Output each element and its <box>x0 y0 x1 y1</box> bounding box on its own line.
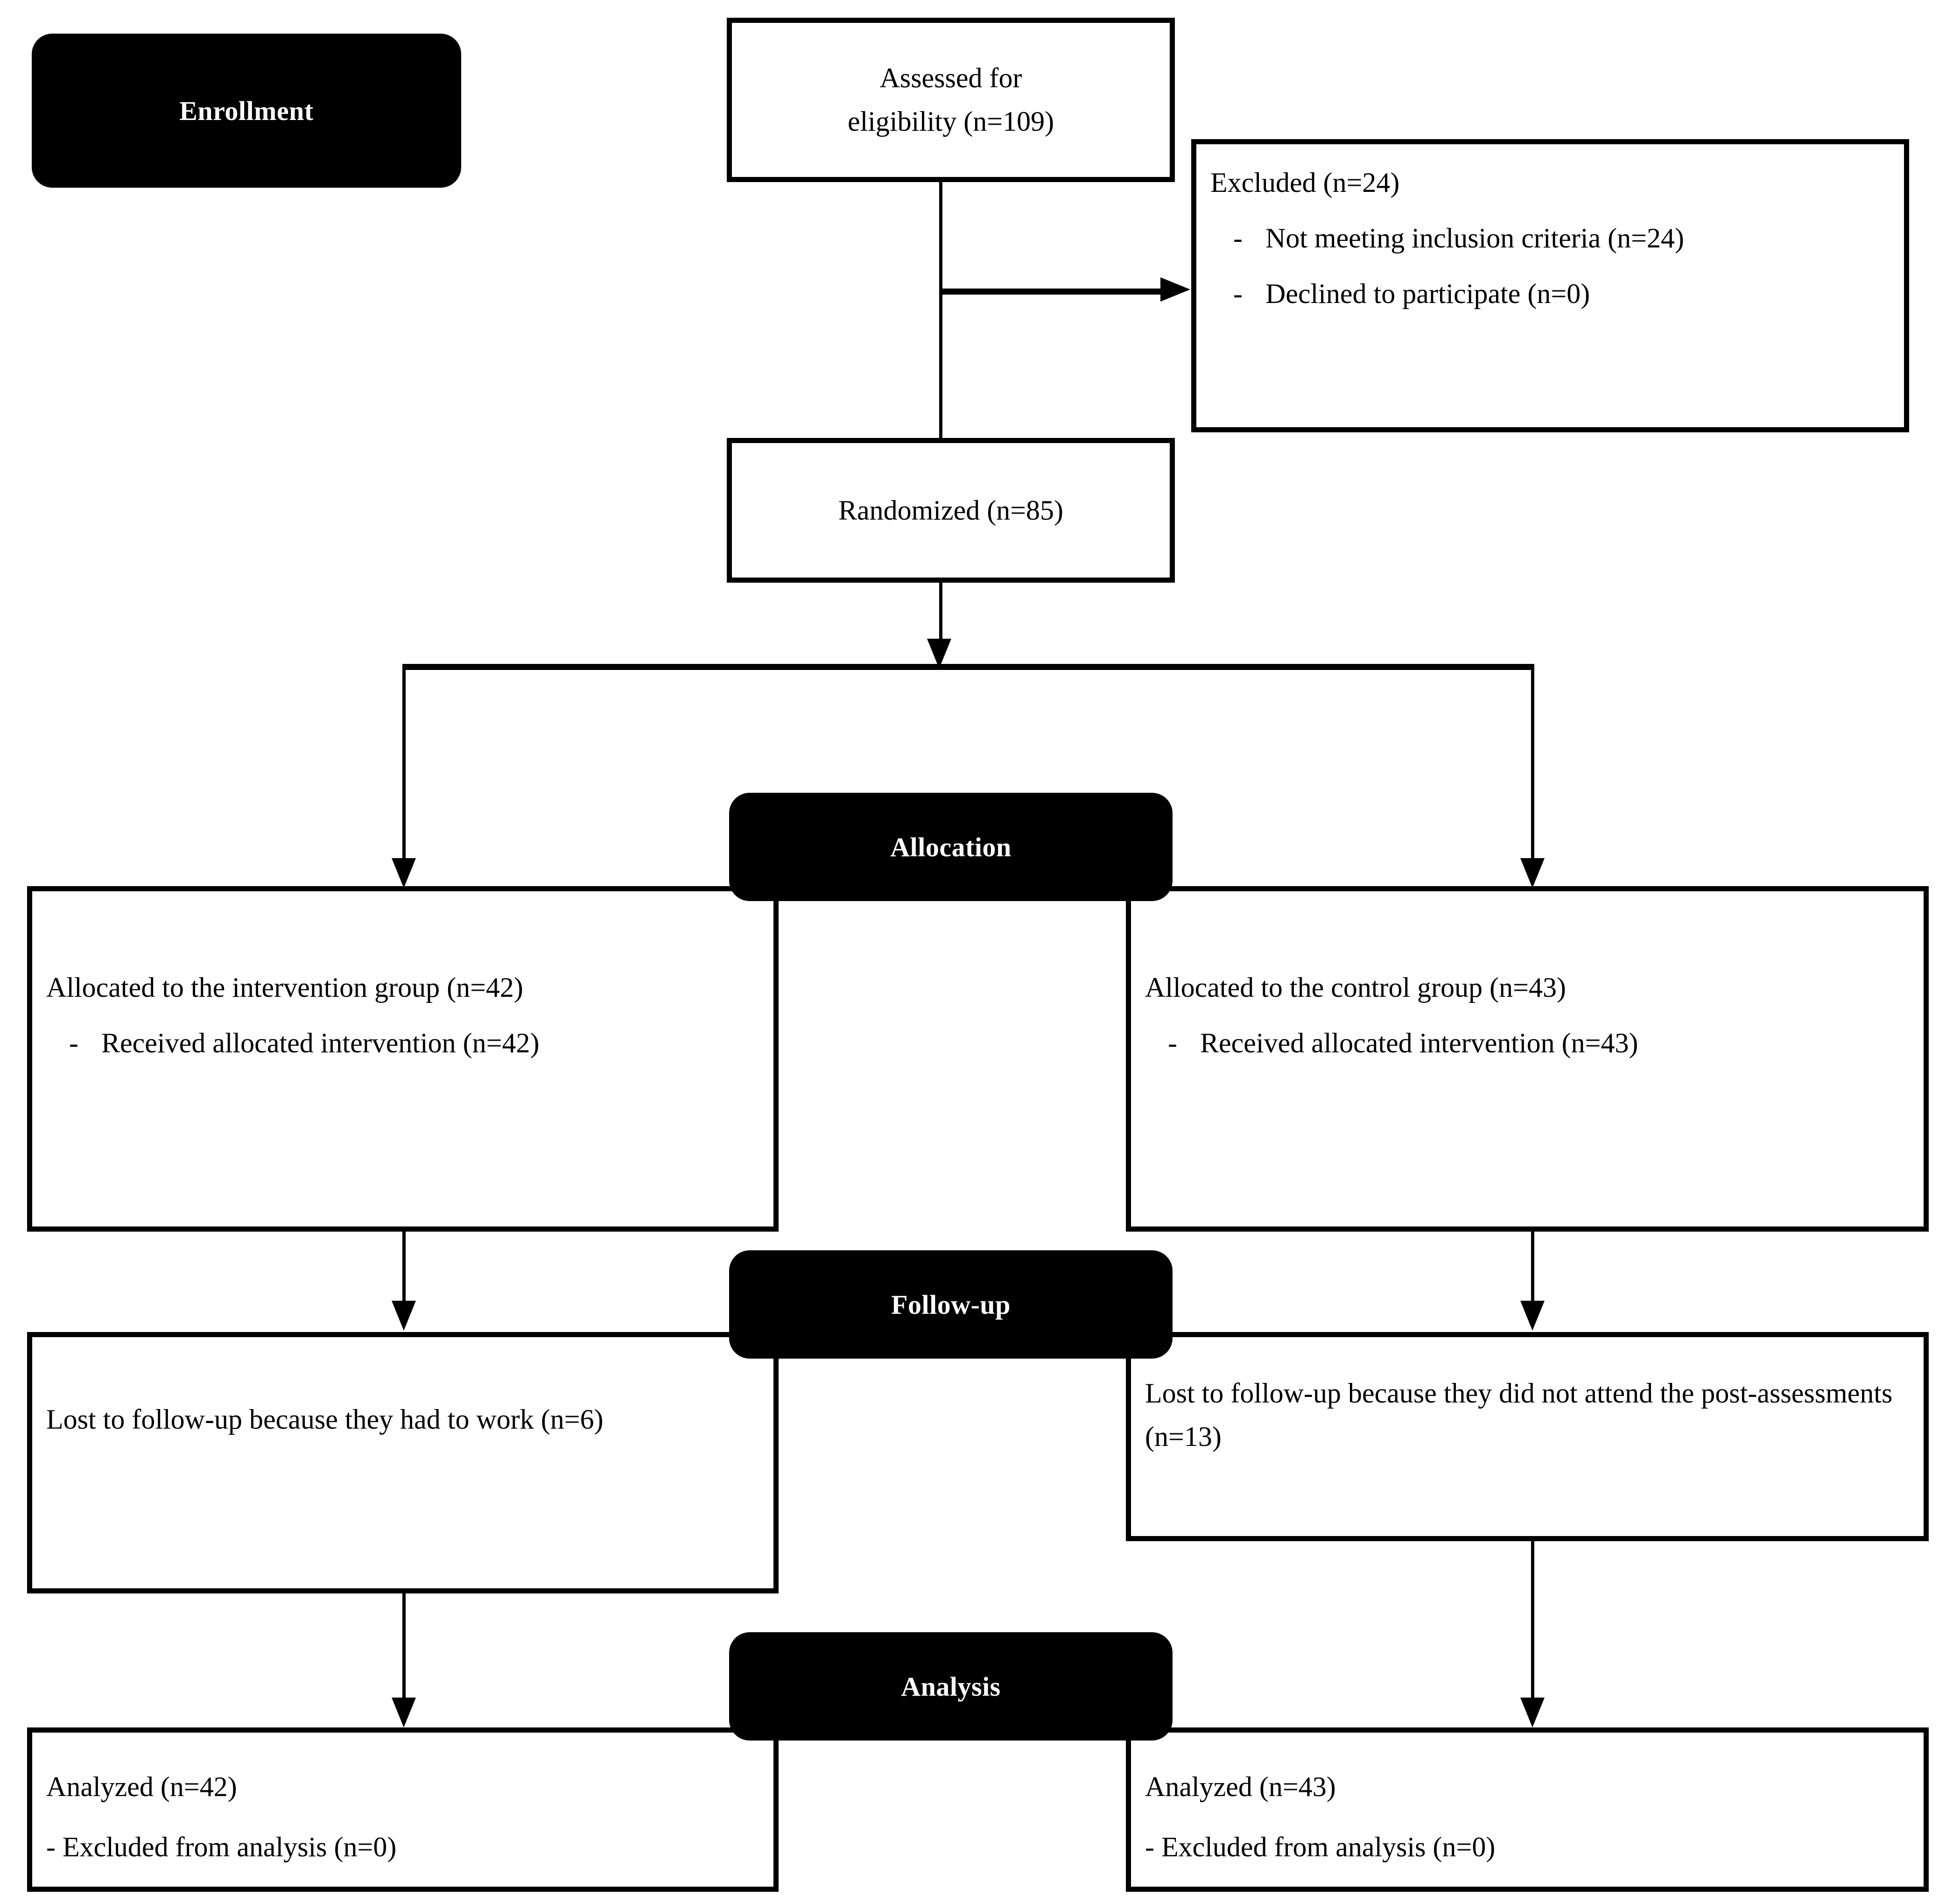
alloc-control-content: Allocated to the control group (n=43) - … <box>1145 966 1910 1065</box>
analyzed-intervention-heading: Analyzed (n=42) <box>46 1771 237 1802</box>
arrowhead-to-excluded <box>1160 277 1190 302</box>
stage-badge-followup: Follow-up <box>729 1250 1173 1359</box>
arrowhead-control-followup <box>1520 1301 1545 1331</box>
excluded-content: Excluded (n=24) - Not meeting inclusion … <box>1210 161 1890 316</box>
bullet-marker-icon: - <box>1233 223 1243 254</box>
excluded-item-0-text: Not meeting inclusion criteria (n=24) <box>1265 223 1684 254</box>
arrowhead-control-analysis <box>1520 1698 1545 1727</box>
connector-split-to-control <box>1531 664 1534 866</box>
box-assessed-for-eligibility: Assessed for eligibility (n=109) <box>727 18 1175 182</box>
connector-intervention-followup-to-analysis <box>402 1593 406 1702</box>
analyzed-intervention-content: Analyzed (n=42) - Excluded from analysis… <box>46 1765 759 1869</box>
box-lost-followup-intervention: Lost to follow-up because they had to wo… <box>27 1332 779 1593</box>
alloc-intervention-item-0: - Received allocated intervention (n=42) <box>46 1022 759 1065</box>
box-analyzed-control: Analyzed (n=43) - Excluded from analysis… <box>1126 1727 1929 1892</box>
excluded-heading: Excluded (n=24) <box>1210 167 1400 198</box>
stage-badge-allocation: Allocation <box>729 793 1173 901</box>
lost-control-content: Lost to follow-up because they did not a… <box>1145 1372 1910 1459</box>
stage-badge-enrollment-label: Enrollment <box>179 95 314 126</box>
stage-badge-enrollment: Enrollment <box>32 34 461 188</box>
arrowhead-to-control-allocation <box>1520 858 1545 888</box>
connector-assessed-to-excluded <box>939 289 1162 295</box>
connector-randomized-stem <box>939 583 942 648</box>
stage-badge-allocation-label: Allocation <box>890 832 1012 862</box>
box-allocated-intervention: Allocated to the intervention group (n=4… <box>27 886 779 1232</box>
analyzed-control-heading: Analyzed (n=43) <box>1145 1771 1336 1802</box>
bullet-marker-icon: - <box>69 1028 78 1058</box>
lost-control-text: Lost to follow-up because they did not a… <box>1145 1378 1893 1452</box>
alloc-control-item-0-text: Received allocated intervention (n=43) <box>1200 1028 1638 1058</box>
connector-control-followup-to-analysis <box>1531 1541 1534 1702</box>
assessed-text-block: Assessed for eligibility (n=109) <box>848 56 1054 143</box>
box-randomized: Randomized (n=85) <box>727 438 1175 583</box>
lost-intervention-content: Lost to follow-up because they had to wo… <box>46 1398 759 1441</box>
alloc-intervention-heading: Allocated to the intervention group (n=4… <box>46 972 523 1003</box>
box-excluded: Excluded (n=24) - Not meeting inclusion … <box>1191 139 1909 432</box>
stage-badge-analysis-label: Analysis <box>901 1671 1001 1702</box>
arrowhead-intervention-followup <box>392 1301 416 1331</box>
lost-intervention-text: Lost to follow-up because they had to wo… <box>46 1404 604 1435</box>
box-analyzed-intervention: Analyzed (n=42) - Excluded from analysis… <box>27 1727 779 1892</box>
excluded-item-1: - Declined to participate (n=0) <box>1210 272 1890 316</box>
alloc-intervention-content: Allocated to the intervention group (n=4… <box>46 966 759 1065</box>
bullet-marker-icon: - <box>1233 278 1243 309</box>
stage-badge-followup-label: Follow-up <box>891 1289 1011 1320</box>
connector-split-to-intervention <box>402 664 406 866</box>
analyzed-control-subline: - Excluded from analysis (n=0) <box>1145 1832 1496 1862</box>
connector-randomized-split-bar <box>402 664 1534 670</box>
randomized-text: Randomized (n=85) <box>838 494 1064 526</box>
excluded-item-0: - Not meeting inclusion criteria (n=24) <box>1210 217 1890 260</box>
box-lost-followup-control: Lost to follow-up because they did not a… <box>1126 1332 1929 1541</box>
analyzed-control-content: Analyzed (n=43) - Excluded from analysis… <box>1145 1765 1910 1869</box>
connector-intervention-alloc-to-followup <box>402 1232 406 1305</box>
bullet-marker-icon: - <box>1168 1028 1177 1058</box>
connector-assessed-to-randomized <box>939 182 942 442</box>
alloc-intervention-item-0-text: Received allocated intervention (n=42) <box>101 1028 540 1058</box>
alloc-control-item-0: - Received allocated intervention (n=43) <box>1145 1022 1910 1065</box>
assessed-line-2: eligibility (n=109) <box>847 106 1054 137</box>
box-allocated-control: Allocated to the control group (n=43) - … <box>1126 886 1929 1232</box>
alloc-control-heading: Allocated to the control group (n=43) <box>1145 972 1566 1003</box>
excluded-item-1-text: Declined to participate (n=0) <box>1265 278 1590 309</box>
connector-control-alloc-to-followup <box>1531 1232 1534 1305</box>
arrowhead-intervention-analysis <box>392 1698 416 1727</box>
assessed-line-1: Assessed for <box>879 63 1022 93</box>
stage-badge-analysis: Analysis <box>729 1632 1173 1741</box>
arrowhead-to-intervention-allocation <box>392 858 416 888</box>
arrowhead-randomized-split <box>927 639 951 669</box>
analyzed-intervention-subline: - Excluded from analysis (n=0) <box>46 1832 397 1862</box>
